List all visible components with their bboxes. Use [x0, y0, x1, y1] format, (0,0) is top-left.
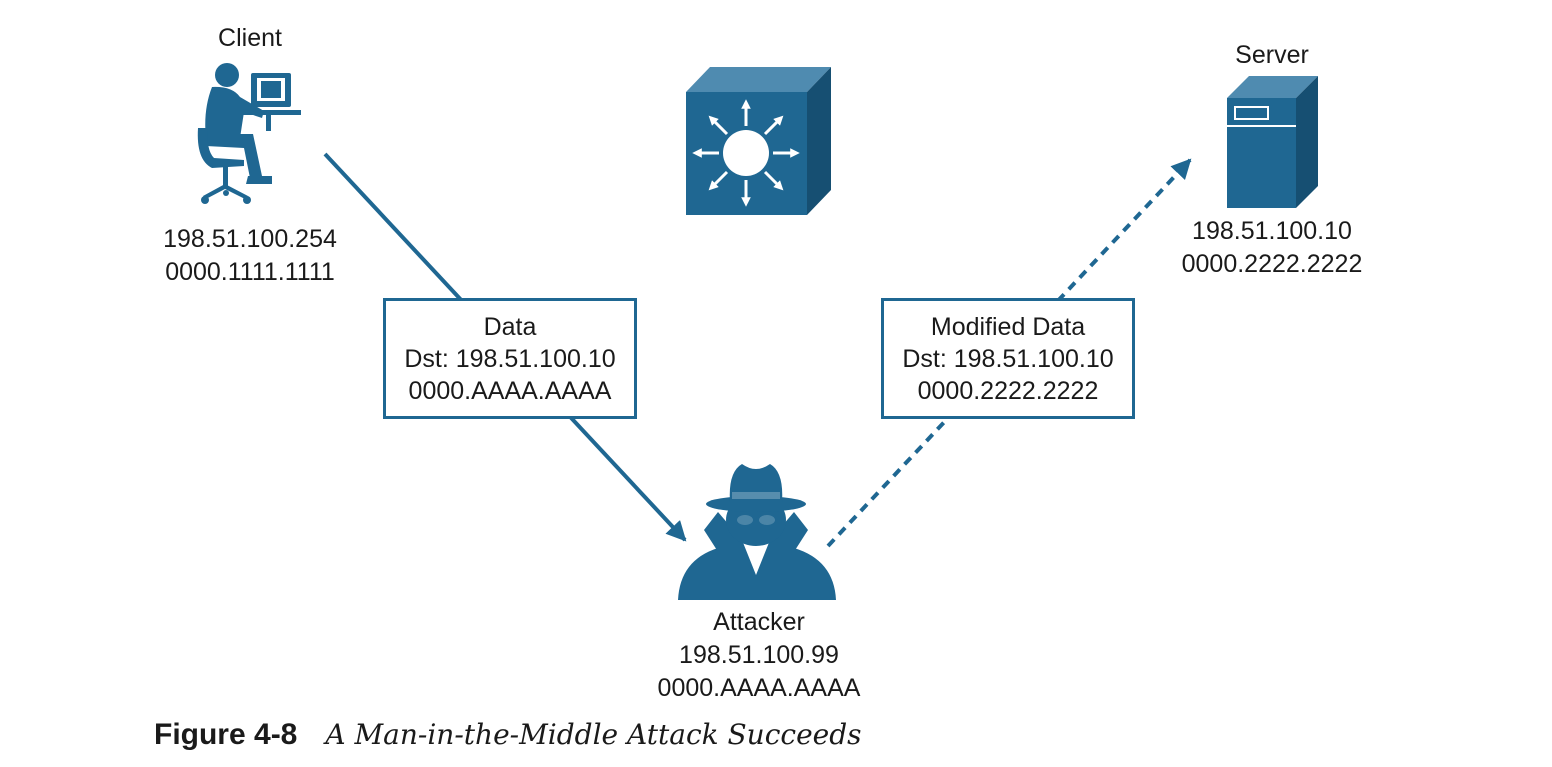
modified-packet-dst-ip: Dst: 198.51.100.10	[902, 344, 1114, 373]
server-ip: 198.51.100.10	[1192, 217, 1352, 245]
original-packet-dst-mac: 0000.AAAA.AAAA	[408, 376, 612, 405]
modified-packet-box: Modified Data Dst: 198.51.100.10 0000.22…	[881, 298, 1135, 419]
server-mac: 0000.2222.2222	[1181, 250, 1363, 278]
modified-packet-payload: Modified Data	[930, 312, 1086, 341]
modified-packet-dst-mac: 0000.2222.2222	[917, 376, 1099, 405]
client-workstation-icon	[197, 63, 301, 204]
server-icon	[1227, 76, 1318, 208]
layer3-switch-icon	[686, 67, 831, 215]
client-ip: 198.51.100.254	[163, 225, 337, 253]
server-label: Server	[1235, 41, 1309, 69]
attacker-ip: 198.51.100.99	[679, 641, 839, 669]
attacker-mac: 0000.AAAA.AAAA	[657, 674, 861, 702]
figure-number: Figure 4-8	[154, 718, 298, 751]
figure-caption: Figure 4-8 A Man-in-the-Middle Attack Suc…	[154, 718, 862, 752]
attacker-label: Attacker	[713, 608, 805, 636]
original-packet-box: Data Dst: 198.51.100.10 0000.AAAA.AAAA	[383, 298, 637, 419]
client-mac: 0000.1111.1111	[165, 258, 335, 286]
original-packet-dst-ip: Dst: 198.51.100.10	[404, 344, 616, 373]
original-packet-payload: Data	[483, 312, 537, 341]
attacker-icon	[678, 464, 836, 600]
figure-title: A Man-in-the-Middle Attack Succeeds	[325, 718, 862, 751]
client-label: Client	[218, 24, 282, 52]
